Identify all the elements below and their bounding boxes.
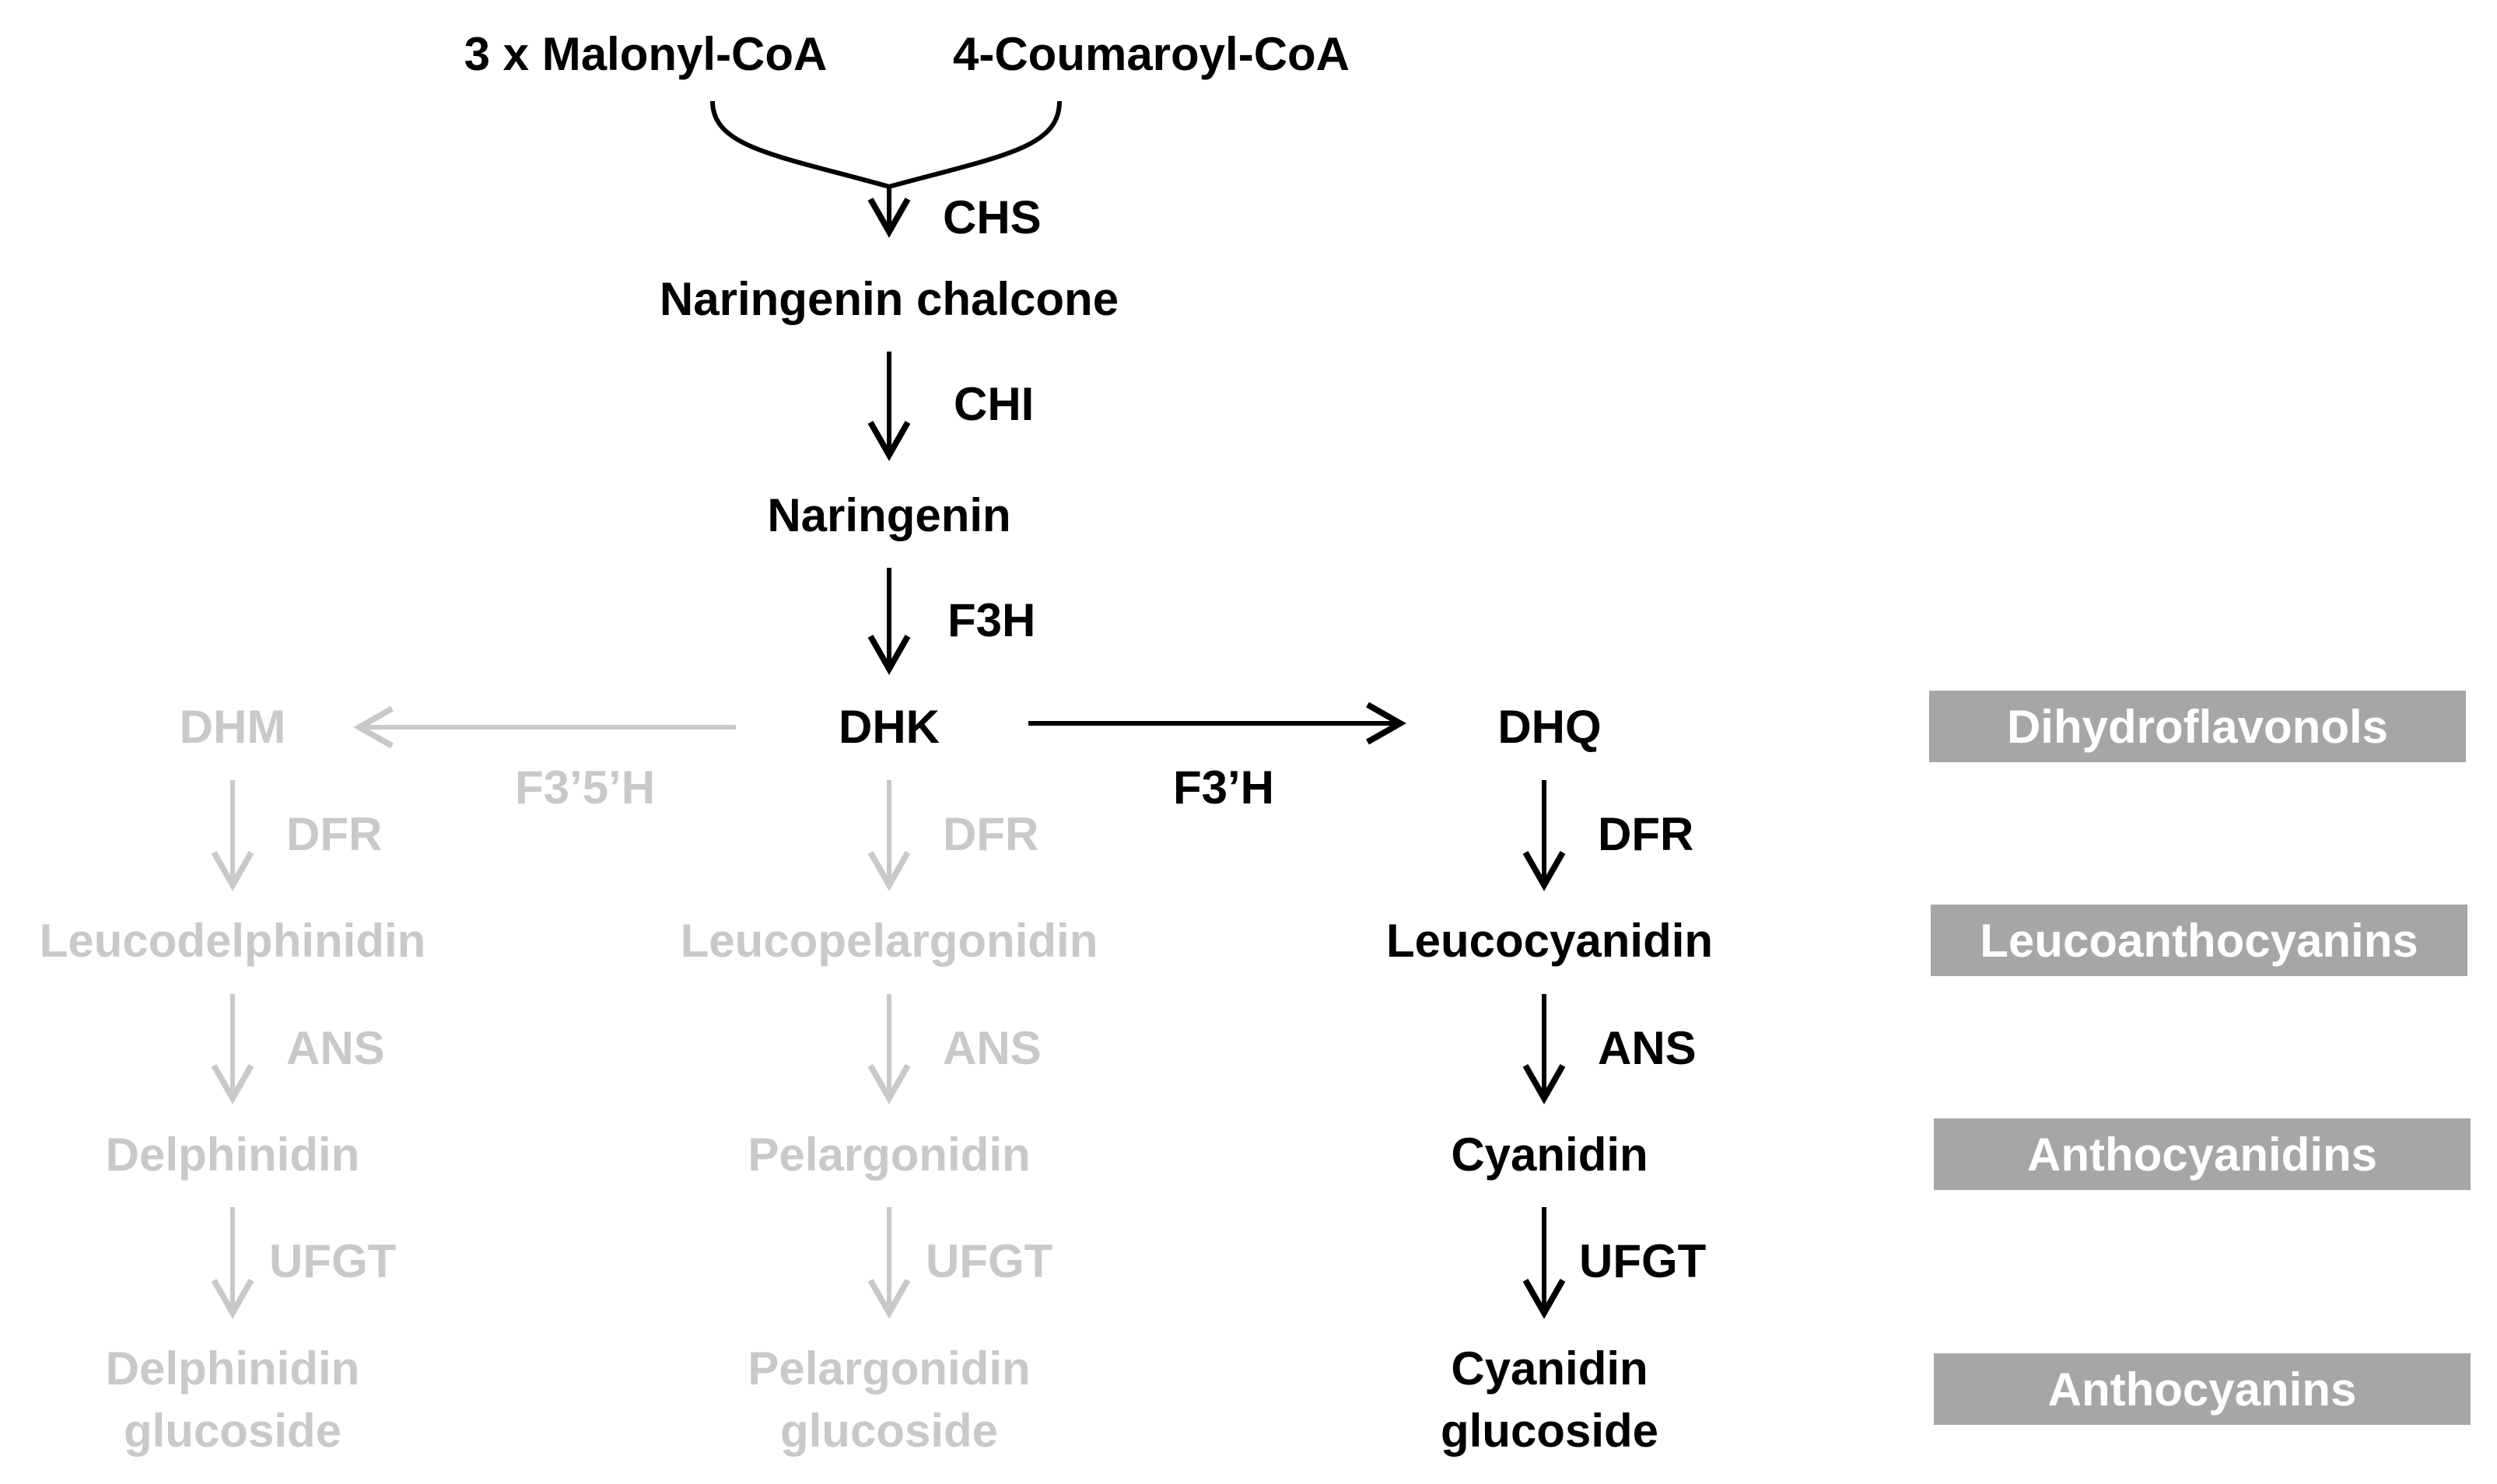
compound-delphinidin-glucoside: Delphinidin glucoside: [106, 1338, 360, 1462]
cyanidin-glucoside-line1: Cyanidin: [1451, 1342, 1648, 1395]
enzyme-ufgt-pelargonidin: UFGT: [926, 1235, 1053, 1287]
compound-naringenin: Naringenin: [767, 489, 1011, 541]
compound-pelargonidin: Pelargonidin: [748, 1129, 1031, 1181]
substrate-malonyl-coa: 3 x Malonyl-CoA: [464, 28, 828, 80]
enzyme-ans-delphinidin: ANS: [286, 1022, 385, 1074]
substrate-merge-brace-right: [888, 100, 1062, 189]
delphinidin-glucoside-line1: Delphinidin: [105, 1342, 360, 1395]
substrate-coumaroyl-coa: 4-Coumaroyl-CoA: [952, 28, 1350, 80]
compound-dhm: DHM: [179, 701, 286, 753]
substrate-merge-brace: [710, 100, 890, 189]
pelargonidin-glucoside-line1: Pelargonidin: [748, 1342, 1031, 1395]
compound-delphinidin: Delphinidin: [105, 1129, 360, 1181]
class-badge-dihydroflavonols: Dihydroflavonols: [1929, 691, 2466, 762]
compound-leucopelargonidin: Leucopelargonidin: [680, 915, 1098, 967]
delphinidin-glucoside-line2: glucoside: [123, 1405, 342, 1457]
compound-dhq: DHQ: [1497, 701, 1602, 753]
pelargonidin-glucoside-line2: glucoside: [779, 1405, 999, 1457]
enzyme-ufgt-cyanidin: UFGT: [1579, 1235, 1707, 1287]
compound-pelargonidin-glucoside: Pelargonidin glucoside: [748, 1338, 1030, 1462]
enzyme-ans-pelargonidin: ANS: [943, 1022, 1042, 1074]
class-badge-leucoanthocyanins: Leucoanthocyanins: [1931, 905, 2467, 976]
compound-naringenin-chalcone: Naringenin chalcone: [659, 273, 1119, 325]
enzyme-dfr-delphinidin: DFR: [286, 808, 383, 860]
enzyme-dfr-pelargonidin: DFR: [943, 808, 1039, 860]
enzyme-dfr-cyanidin: DFR: [1598, 808, 1694, 860]
enzyme-f35h: F3’5’H: [514, 761, 656, 814]
class-badge-anthocyanidins: Anthocyanidins: [1934, 1118, 2471, 1190]
compound-cyanidin: Cyanidin: [1451, 1129, 1648, 1181]
enzyme-f3h: F3H: [947, 594, 1036, 646]
enzyme-f3h-prime: F3’H: [1172, 761, 1275, 814]
cyanidin-glucoside-line2: glucoside: [1440, 1405, 1659, 1457]
compound-leucocyanidin: Leucocyanidin: [1385, 915, 1714, 967]
enzyme-chs: CHS: [943, 191, 1042, 243]
class-badge-anthocyanins: Anthocyanins: [1934, 1353, 2471, 1425]
enzyme-ufgt-delphinidin: UFGT: [269, 1235, 397, 1287]
enzyme-ans-cyanidin: ANS: [1598, 1022, 1697, 1074]
compound-dhk: DHK: [839, 701, 940, 753]
compound-leucodelphinidin: Leucodelphinidin: [39, 915, 426, 967]
enzyme-chi: CHI: [954, 378, 1035, 430]
compound-cyanidin-glucoside: Cyanidin glucoside: [1441, 1338, 1658, 1462]
